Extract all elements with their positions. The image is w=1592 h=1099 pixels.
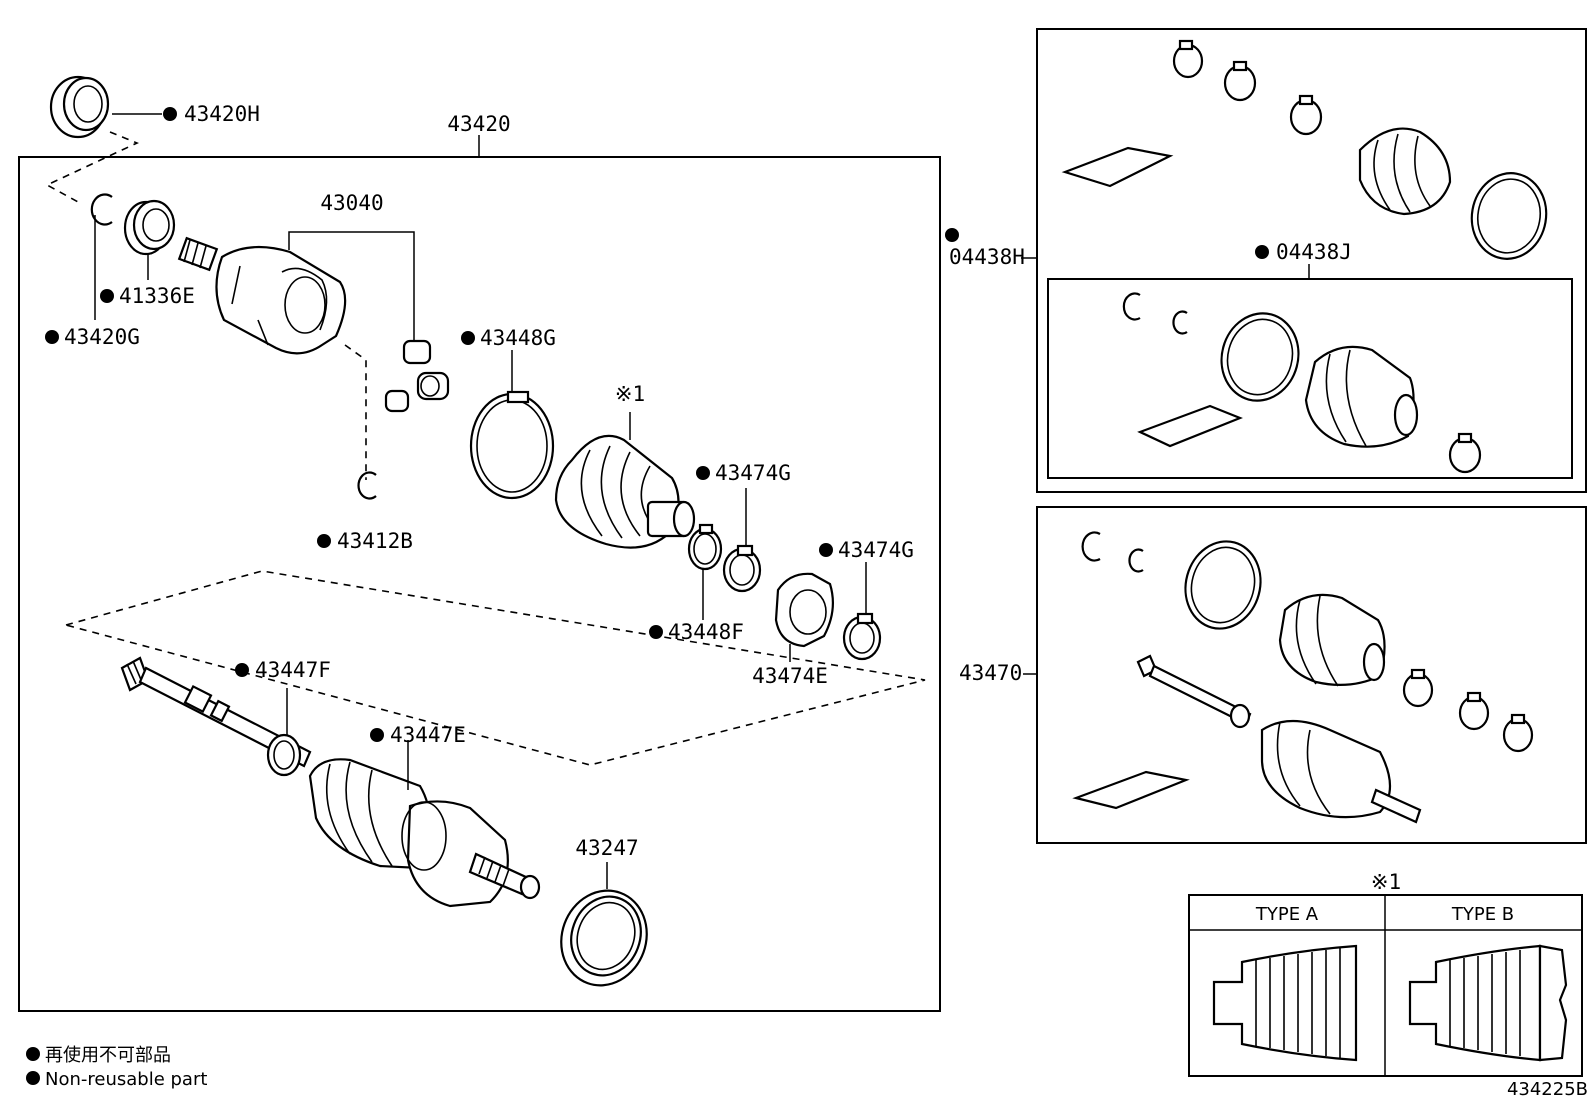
kit-inner-label: 04438J xyxy=(1276,240,1352,264)
joint-housing-43040-drawing xyxy=(177,236,347,355)
bullet-43420h xyxy=(163,107,177,121)
bullet-43447e xyxy=(370,728,384,742)
legend-bullet-ja xyxy=(26,1047,40,1061)
label-43040: 43040 xyxy=(320,191,383,215)
clamp-43448f-drawing xyxy=(687,523,723,571)
label-43474g-upper: 43474G xyxy=(715,461,791,485)
bullet-43448f xyxy=(649,625,663,639)
assembly-label: 43420 xyxy=(447,112,510,136)
kit-frame-upper xyxy=(1036,28,1587,493)
diagram-id: 434225B xyxy=(1507,1079,1588,1099)
label-43474e: 43474E xyxy=(752,664,828,688)
kit-inner-bullet xyxy=(1255,245,1269,259)
bullet-41336e xyxy=(100,289,114,303)
kit-lower-label: 43470 xyxy=(959,661,1022,685)
type-b-label: TYPE B xyxy=(1451,904,1514,925)
label-43247: 43247 xyxy=(575,836,638,860)
seal-41336e-drawing xyxy=(123,199,176,256)
clamp-43448g-drawing xyxy=(469,390,555,500)
seal-43420h-drawing xyxy=(49,75,110,139)
kit-inner-contents-drawing xyxy=(1122,292,1482,474)
label-43420g: 43420G xyxy=(64,325,140,349)
label-43474g-lower: 43474G xyxy=(838,538,914,562)
type-b-boot-drawing xyxy=(1408,944,1568,1062)
label-43420h: 43420H xyxy=(184,102,260,126)
kit-upper-contents-drawing xyxy=(1061,39,1548,260)
bullet-43420g xyxy=(45,330,59,344)
label-41336e: 41336E xyxy=(119,284,195,308)
kit-frame-lower xyxy=(1036,506,1587,844)
label-43412b: 43412B xyxy=(337,529,413,553)
dash-shaft-group xyxy=(65,570,926,766)
seal-43247-drawing xyxy=(560,889,648,987)
bullet-43412b xyxy=(317,534,331,548)
kit-upper-label: 04438H xyxy=(949,245,1025,269)
dash-tripod xyxy=(344,344,367,480)
label-43447f: 43447F xyxy=(255,658,331,682)
drive-shaft-drawing xyxy=(120,656,312,768)
bullet-43447f xyxy=(235,663,249,677)
damper-43474e-drawing xyxy=(774,572,835,648)
boot-drawing xyxy=(554,434,696,549)
note-mark: ※1 xyxy=(615,382,645,406)
legend-bullet-en xyxy=(26,1071,40,1085)
dash-43420h xyxy=(45,131,139,204)
label-43447e: 43447E xyxy=(390,723,466,747)
kit-lower-contents-drawing xyxy=(1072,531,1534,824)
bullet-43474g-upper xyxy=(696,466,710,480)
legend-ja: 再使用不可部品 xyxy=(45,1045,171,1066)
type-a-boot-drawing xyxy=(1212,944,1358,1062)
tripod-drawing xyxy=(384,339,450,413)
kit-frame-inner xyxy=(1047,278,1573,479)
kit-upper-bullet xyxy=(945,228,959,242)
outboard-joint-drawing xyxy=(308,758,541,908)
type-table-mark: ※1 xyxy=(1371,870,1401,894)
label-43448g: 43448G xyxy=(480,326,556,350)
clamp-43474g-lower-drawing xyxy=(842,612,882,661)
clamp-43447f-drawing xyxy=(266,733,302,777)
snap-ring-43420g-drawing xyxy=(90,193,113,226)
legend-en: Non-reusable part xyxy=(45,1069,207,1090)
snap-ring-43412b-drawing xyxy=(357,471,377,500)
type-a-label: TYPE A xyxy=(1255,904,1319,925)
bullet-43448g xyxy=(461,331,475,345)
clamp-43474g-upper-drawing xyxy=(722,544,762,593)
bullet-43474g-lower xyxy=(819,543,833,557)
leader-43040 xyxy=(288,231,415,340)
